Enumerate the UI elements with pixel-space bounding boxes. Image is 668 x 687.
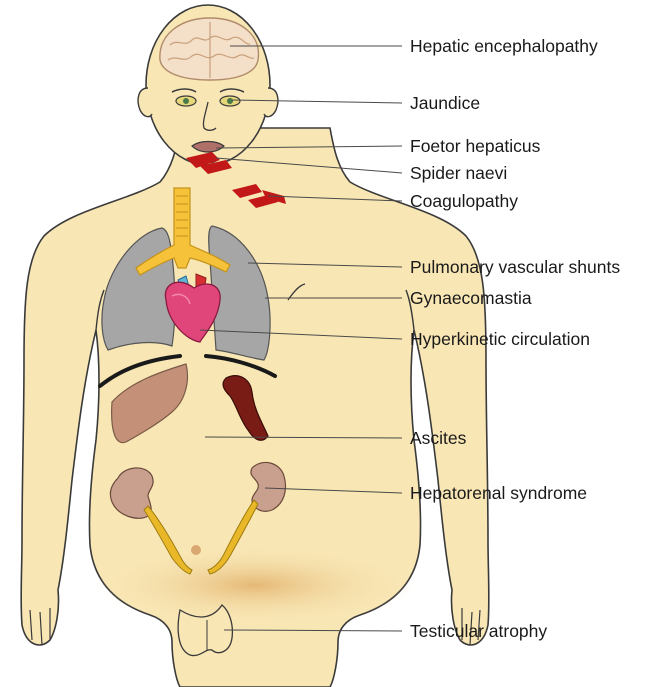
- label-coagulopathy: Coagulopathy: [410, 191, 518, 211]
- label-hepatorenal-syndrome: Hepatorenal syndrome: [410, 483, 587, 503]
- label-hepatic-encephalopathy: Hepatic encephalopathy: [410, 36, 598, 56]
- label-gynaecomastia: Gynaecomastia: [410, 288, 532, 308]
- label-testicular-atrophy: Testicular atrophy: [410, 621, 547, 641]
- label-hyperkinetic-circulation: Hyperkinetic circulation: [410, 329, 590, 349]
- navel: [191, 545, 201, 555]
- labels: Hepatic encephalopathy Jaundice Foetor h…: [410, 36, 620, 641]
- label-spider-naevi: Spider naevi: [410, 163, 507, 183]
- groin-shading: [95, 545, 415, 625]
- label-pulmonary-vascular-shunts: Pulmonary vascular shunts: [410, 257, 620, 277]
- label-ascites: Ascites: [410, 428, 467, 448]
- label-jaundice: Jaundice: [410, 93, 480, 113]
- label-foetor-hepaticus: Foetor hepaticus: [410, 136, 541, 156]
